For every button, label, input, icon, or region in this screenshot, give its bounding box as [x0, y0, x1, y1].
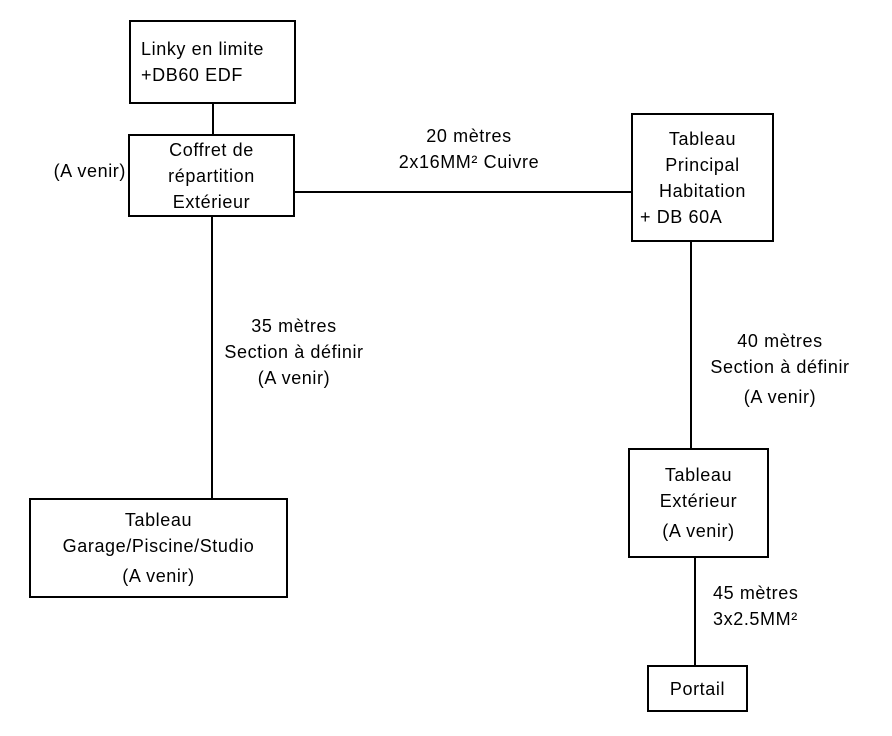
node-label-line: Principal	[665, 154, 740, 175]
node-label-line: Portail	[669, 678, 726, 699]
edge-label-principal-exterieur: 40 mètres Section à définir (A venir)	[690, 328, 870, 410]
node-label-line: + DB 60A	[640, 206, 723, 227]
edge-label-line: Section à définir	[224, 342, 364, 362]
node-label-line: Extérieur	[172, 191, 251, 212]
connector-coffret-to-tableau-principal	[295, 191, 631, 193]
node-coffret-repartition-exterieur: Coffret de répartition Extérieur	[128, 134, 295, 217]
connector-coffret-to-tableau-garage	[211, 217, 213, 498]
edge-label-coffret-garage: 35 mètres Section à définir (A venir)	[204, 313, 384, 391]
edge-label-coffret-principal: 20 mètres 2x16MM² Cuivre	[384, 123, 554, 175]
node-portail: Portail	[647, 665, 748, 712]
node-label-line: Tableau	[664, 465, 733, 485]
edge-label-line: (A venir)	[743, 387, 817, 407]
edge-label-line: 45 mètres	[713, 583, 799, 603]
node-tableau-garage-piscine-studio: Tableau Garage/Piscine/Studio (A venir)	[29, 498, 288, 598]
annotation-line: (A venir)	[53, 161, 126, 181]
connector-exterieur-to-portail	[694, 558, 696, 665]
node-label-line: Tableau	[668, 128, 737, 149]
node-label-line: +DB60 EDF	[141, 65, 243, 85]
node-label-line: Tableau	[124, 510, 193, 530]
node-label-line: Coffret de	[169, 139, 254, 160]
node-label-line: Extérieur	[659, 491, 738, 511]
node-label-line: Linky en limite	[141, 39, 265, 59]
node-label-line: répartition	[168, 165, 255, 186]
connector-linky-to-coffret	[212, 104, 214, 134]
annotation-coffret-a-venir: (A venir)	[20, 158, 126, 184]
node-label-line: Habitation	[658, 180, 747, 201]
edge-label-line: Section à définir	[710, 357, 850, 377]
node-linky-edf: Linky en limite +DB60 EDF	[129, 20, 296, 104]
edge-label-line: 35 mètres	[251, 316, 337, 336]
edge-label-line: 20 mètres	[426, 126, 512, 146]
edge-label-line: 3x2.5MM²	[713, 609, 798, 629]
edge-label-line: 40 mètres	[737, 331, 823, 351]
node-tableau-exterieur: Tableau Extérieur (A venir)	[628, 448, 769, 558]
node-status-line: (A venir)	[122, 566, 195, 586]
edge-label-line: (A venir)	[257, 368, 331, 388]
node-status-line: (A venir)	[662, 521, 735, 541]
node-label-line: Garage/Piscine/Studio	[62, 536, 255, 556]
node-tableau-principal-habitation: Tableau Principal Habitation + DB 60A	[631, 113, 774, 242]
edge-label-exterieur-portail: 45 mètres 3x2.5MM²	[713, 580, 843, 632]
edge-label-line: 2x16MM² Cuivre	[398, 152, 540, 172]
connector-principal-to-tableau-exterieur	[690, 242, 692, 448]
